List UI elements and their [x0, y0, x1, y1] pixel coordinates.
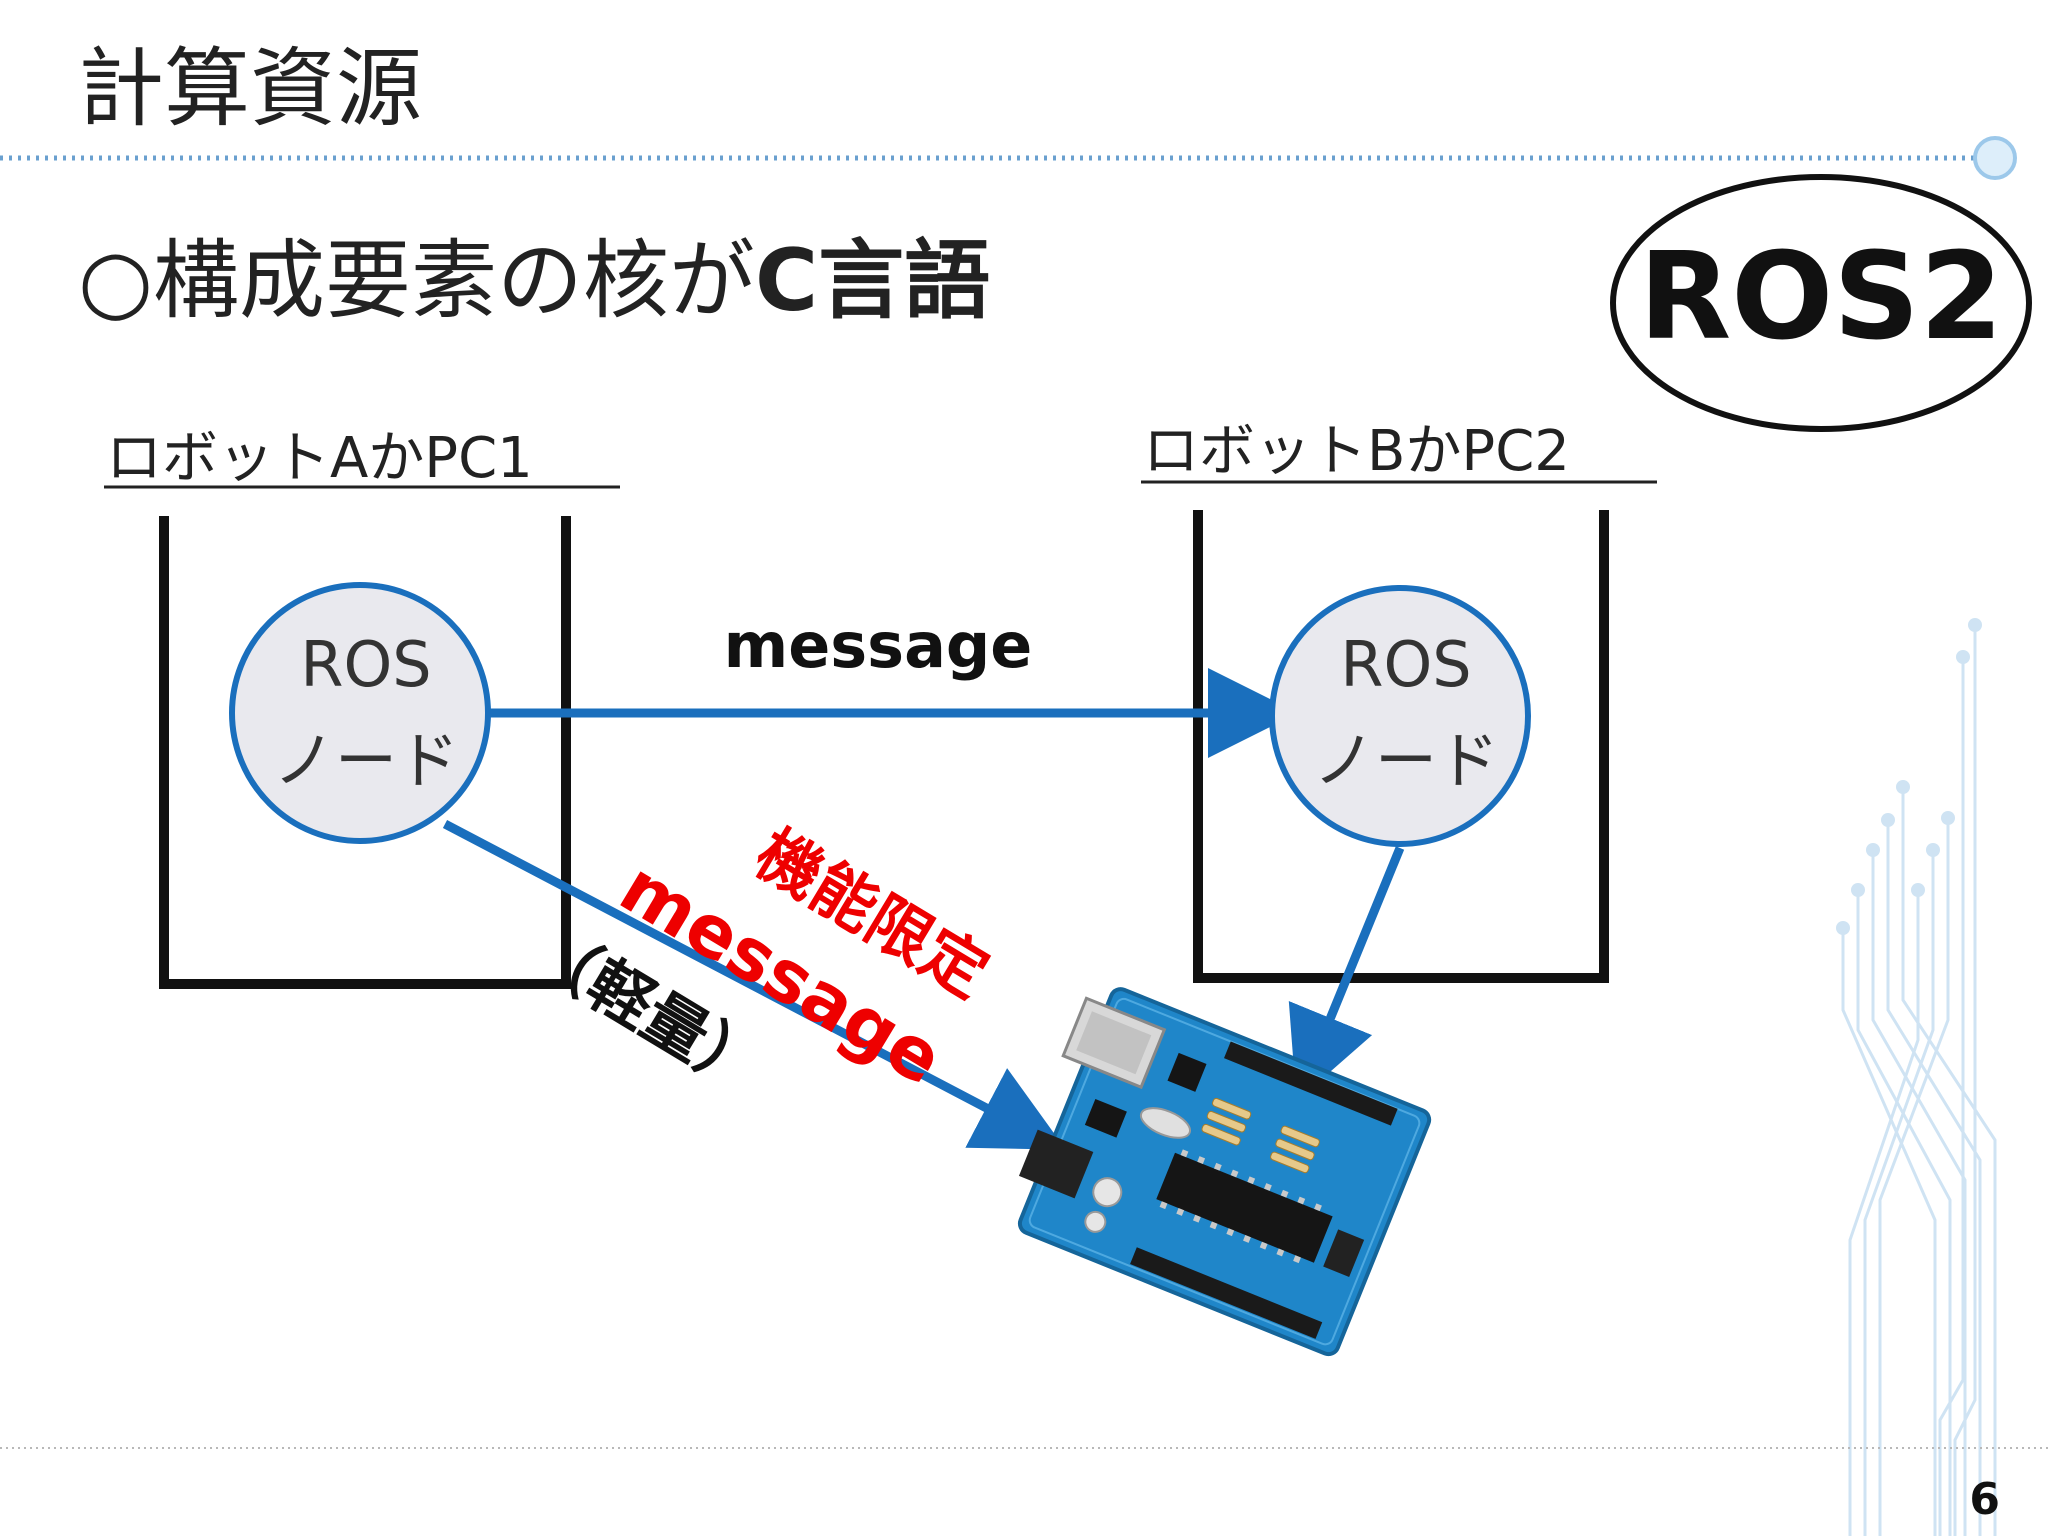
subtitle-emphasis: C言語: [755, 231, 990, 331]
circuit-decoration: [1836, 618, 1997, 1536]
limited-label-group: 機能限定 message （軽量）: [519, 817, 1000, 1109]
ros-node-right-line1: ROS: [1340, 628, 1471, 701]
ros2-badge-text: ROS2: [1639, 228, 2003, 367]
microcontroller-board-illustration: [1017, 987, 1432, 1357]
board-arrow: [1288, 846, 1405, 1102]
ros-node-left-line2: ノード: [273, 724, 459, 797]
header-divider: [0, 136, 2017, 180]
limited-message-arrow: [442, 820, 1066, 1150]
left-container: [159, 516, 571, 989]
ros-node-left: ROS ノード: [229, 582, 491, 844]
subtitle-prefix: ○構成要素の核が: [78, 231, 755, 331]
ros-node-right-line2: ノード: [1313, 724, 1499, 797]
left-box-label: ロボットAかPC1: [106, 426, 533, 491]
ros2-badge: ROS2: [1610, 174, 2032, 432]
ros-node-right: ROS ノード: [1269, 585, 1531, 847]
ros-node-left-line1: ROS: [300, 628, 431, 701]
message-label: message: [724, 609, 1033, 682]
right-container: [1193, 510, 1609, 983]
subtitle: ○構成要素の核がC言語: [78, 231, 990, 331]
right-box-label: ロボットBかPC2: [1143, 419, 1570, 484]
page-title: 計算資源: [78, 39, 422, 139]
page-number: 6: [1969, 1474, 2000, 1525]
